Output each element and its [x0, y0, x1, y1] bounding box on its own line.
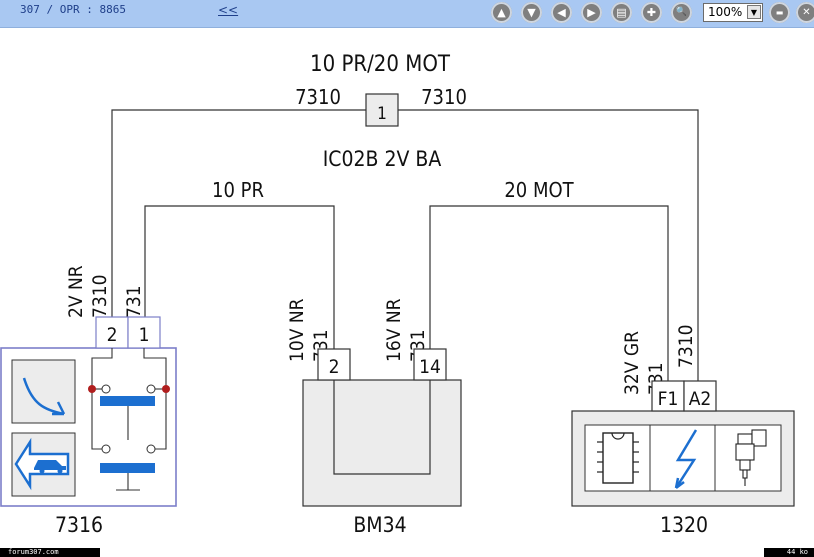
- sub-connector-label: IC02B 2V BA: [323, 147, 442, 171]
- component-label-7316: 7316: [55, 513, 103, 537]
- chip-icon: [597, 432, 639, 484]
- print-icon[interactable]: ▤: [611, 2, 632, 23]
- connector-label: 10 PR/20 MOT: [310, 52, 451, 77]
- pin-label: 1: [139, 324, 150, 346]
- footer-site: forum307.com: [0, 548, 100, 557]
- wire-label-2v-nr: 2V NR: [65, 265, 87, 318]
- zoom-select[interactable]: 100% ▼: [703, 3, 763, 22]
- contact-point: [146, 384, 156, 394]
- bend-arrow-icon: [22, 377, 66, 416]
- zoom-icon[interactable]: 🔍: [671, 2, 692, 23]
- internal-link: [333, 380, 431, 475]
- injector-icon: [735, 429, 767, 486]
- contact-point: [146, 444, 156, 454]
- wire-10pr: [144, 205, 335, 349]
- footer-site-text: forum307.com: [8, 548, 59, 556]
- toolbar: 307 / OPR : 8865 << ▲ ▼ ◀ ▶ ▤ ✚ 🔍 100% ▼…: [0, 0, 814, 28]
- back-link[interactable]: <<: [218, 3, 239, 17]
- junction-id: 1: [377, 104, 387, 124]
- wire-label-16v-nr: 16V NR: [383, 298, 405, 362]
- close-icon[interactable]: ✕: [796, 2, 814, 23]
- component-label-1320: 1320: [660, 513, 708, 537]
- pin-box: [683, 380, 717, 412]
- wire-20mot: [429, 205, 669, 381]
- car-wheel: [57, 468, 63, 474]
- footer-size: 44 ko: [764, 548, 814, 557]
- pin-label: A2: [689, 388, 712, 410]
- pin-label: F1: [658, 388, 679, 410]
- wire-7310-left: [111, 109, 366, 317]
- icon-tile: [11, 359, 76, 424]
- relay-bar: [100, 396, 155, 406]
- next-icon[interactable]: ▶: [581, 2, 602, 23]
- footer-size-text: 44 ko: [786, 548, 808, 556]
- document-title: 307 / OPR : 8865: [20, 3, 126, 16]
- component-1320: F1 A2: [571, 380, 795, 507]
- minus-icon[interactable]: ▬: [769, 2, 790, 23]
- wire-7310-right: [398, 109, 699, 381]
- chevron-down-icon[interactable]: ▼: [747, 5, 761, 19]
- contact-point: [101, 384, 111, 394]
- car-wheel: [39, 468, 45, 474]
- zoom-value: 100%: [708, 5, 743, 19]
- wire-label-left: 7310: [295, 85, 341, 109]
- wire-label-10v-nr: 10V NR: [286, 298, 308, 362]
- branch-label-left: 10 PR: [212, 178, 264, 202]
- contact-dot: [88, 385, 96, 393]
- car-icon: [34, 460, 66, 470]
- up-arrow-icon[interactable]: ▲: [491, 2, 512, 23]
- component-bm34: 2 14: [302, 348, 462, 507]
- wire-label-7310-b: 7310: [675, 325, 697, 369]
- junction-box: [365, 93, 399, 127]
- wires: [111, 109, 699, 381]
- wiring-diagram: 1 10 PR/20 MOT 7310 7310 IC02B 2V BA 10 …: [0, 52, 795, 537]
- wire-label-32v-gr: 32V GR: [621, 331, 643, 395]
- pin-box: [317, 348, 351, 381]
- wire-label-731-a: 731: [123, 285, 145, 318]
- contact-dot: [162, 385, 170, 393]
- plus-icon[interactable]: ✚: [641, 2, 662, 23]
- down-arrow-icon[interactable]: ▼: [521, 2, 542, 23]
- pin-box: [413, 348, 447, 381]
- pin-label: 2: [107, 324, 118, 346]
- component-label-bm34: BM34: [353, 513, 406, 537]
- component-bm34-box: [302, 379, 462, 507]
- relay-bar: [100, 463, 155, 473]
- pin-label: 2: [329, 356, 340, 378]
- branch-label-right: 20 MOT: [504, 178, 574, 202]
- lightning-icon: [674, 429, 698, 489]
- component-7316: 2 1: [0, 316, 177, 507]
- wire-label-7310-a: 7310: [89, 275, 111, 319]
- pin-box: [651, 380, 685, 412]
- wire-label-right: 7310: [421, 85, 467, 109]
- pin-label: 14: [419, 356, 441, 378]
- contact-point: [101, 444, 111, 454]
- previous-icon[interactable]: ◀: [551, 2, 572, 23]
